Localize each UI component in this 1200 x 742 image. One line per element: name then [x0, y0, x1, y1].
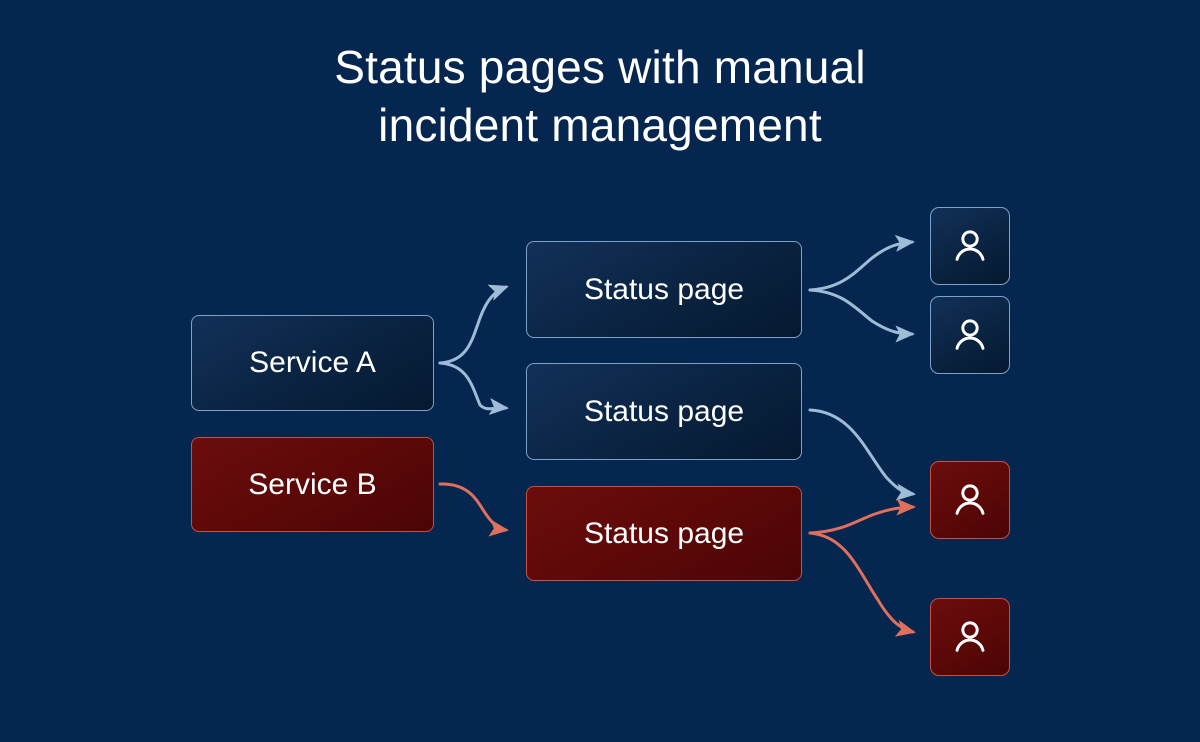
link-status-2-to-user-3: [808, 408, 916, 501]
node-user-1[interactable]: [930, 207, 1010, 285]
node-user-4[interactable]: [930, 598, 1010, 676]
node-label: Status page: [583, 272, 745, 306]
link-status-3-to-user-4: [808, 531, 916, 637]
node-label: Status page: [583, 516, 745, 550]
link-status-3-to-user-3: [808, 498, 916, 535]
node-status-page-1[interactable]: Status page: [526, 241, 802, 338]
node-service-b[interactable]: Service B: [191, 437, 434, 532]
link-service-a-to-status-1: [438, 284, 509, 365]
user-icon: [955, 484, 985, 515]
link-service-a-to-status-2: [438, 361, 509, 416]
node-user-3[interactable]: [930, 461, 1010, 539]
node-status-page-2[interactable]: Status page: [526, 363, 802, 460]
node-label: Service A: [249, 346, 376, 379]
node-user-2[interactable]: [930, 296, 1010, 374]
node-status-page-3[interactable]: Status page: [526, 486, 802, 581]
node-label: Service B: [248, 467, 377, 501]
node-label: Status page: [583, 394, 745, 428]
user-icon: [955, 319, 985, 350]
user-icon: [955, 230, 985, 261]
user-icon: [955, 621, 985, 652]
link-status-1-to-user-2: [808, 288, 915, 343]
node-service-a[interactable]: Service A: [191, 315, 434, 411]
page-title: Status pages with manual incident manage…: [334, 41, 866, 151]
link-service-b-to-status-3: [438, 482, 509, 537]
link-status-1-to-user-1: [808, 234, 915, 292]
